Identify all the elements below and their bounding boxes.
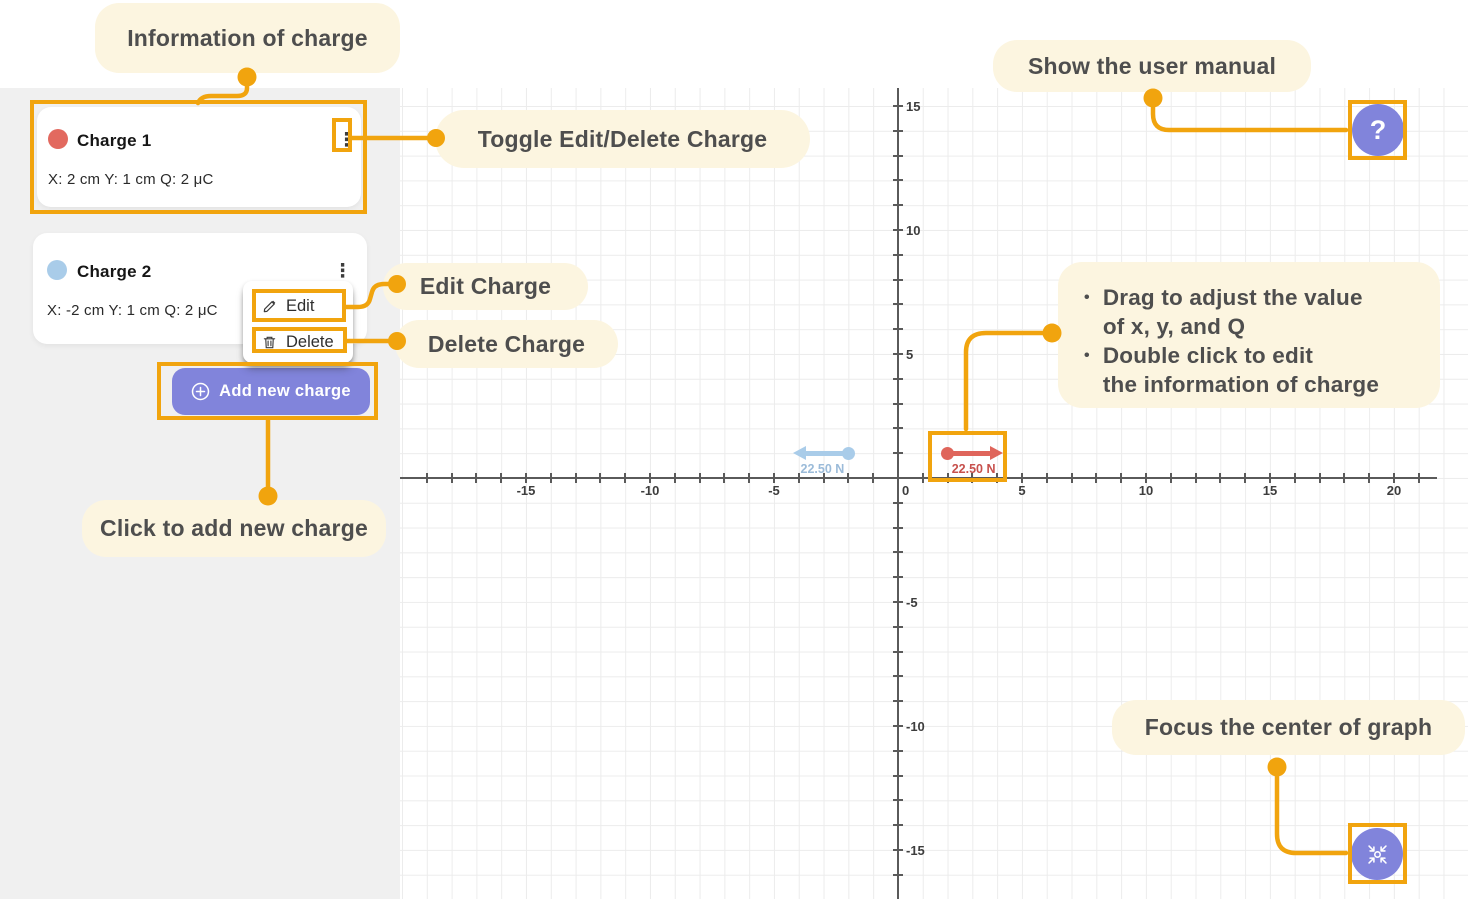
force-arrow-head: [989, 445, 1003, 460]
charge-1-details: X: 2 cm Y: 1 cm Q: 2 μC: [48, 171, 214, 188]
add-new-charge-button[interactable]: Add new charge: [172, 368, 370, 415]
menu-item-delete[interactable]: Delete: [243, 325, 353, 359]
charge-card-1[interactable]: Charge 1 ⋮ X: 2 cm Y: 1 cm Q: 2 μC: [37, 107, 361, 207]
question-mark-icon: ?: [1369, 114, 1387, 145]
callout-text: Edit Charge: [419, 273, 552, 299]
bullet-icon: •: [1084, 347, 1090, 364]
force-magnitude-label: 22.50 N: [800, 462, 845, 477]
sidebar: Charge 1 ⋮ X: 2 cm Y: 1 cm Q: 2 μC Charg…: [0, 88, 400, 899]
callout-text: Click to add new charge: [100, 515, 368, 541]
charge-2-marker[interactable]: [841, 446, 855, 460]
charge-2-details: X: -2 cm Y: 1 cm Q: 2 μC: [47, 302, 218, 319]
force-arrow-head: [793, 445, 807, 460]
charge-context-menu: Edit Delete: [243, 281, 353, 363]
callout-text: Focus the center of graph: [1144, 714, 1433, 740]
charge-2-title: Charge 2: [77, 262, 152, 281]
callout-information-of-charge: Information of charge: [95, 3, 400, 73]
charge-2-kebab-menu-icon[interactable]: ⋮: [333, 261, 352, 282]
focus-center-button[interactable]: [1351, 828, 1403, 880]
bullet-icon: •: [1084, 289, 1090, 306]
force-arrow-shaft: [947, 450, 992, 456]
menu-item-edit-label: Edit: [286, 296, 315, 315]
trash-icon: [263, 336, 276, 348]
callout-delete-charge: Delete Charge: [395, 320, 618, 368]
pencil-icon: [263, 300, 276, 312]
add-new-charge-label: Add new charge: [219, 382, 351, 400]
callout-focus-center: Focus the center of graph: [1112, 700, 1465, 755]
charge-1-title: Charge 1: [77, 131, 152, 150]
callout-edit-charge: Edit Charge: [383, 263, 588, 310]
menu-item-delete-label: Delete: [286, 332, 334, 351]
callout-text: Toggle Edit/Delete Charge: [477, 125, 768, 152]
callout-text: Show the user manual: [1027, 52, 1277, 79]
callout-text: Delete Charge: [427, 330, 586, 357]
charge-2-color-dot: [47, 260, 67, 280]
callout-text: Information of charge: [127, 24, 368, 51]
charge-1-kebab-menu-icon[interactable]: ⋮: [337, 130, 356, 151]
force-arrow-shaft: [804, 450, 849, 456]
menu-item-edit[interactable]: Edit: [243, 289, 353, 323]
help-button[interactable]: ?: [1352, 104, 1404, 156]
force-magnitude-label: 22.50 N: [951, 462, 996, 477]
callout-click-to-add: Click to add new charge: [82, 500, 386, 557]
focus-center-icon: [1367, 844, 1387, 864]
graph-canvas[interactable]: [400, 88, 1468, 899]
charge-1-color-dot: [48, 129, 68, 149]
callout-toggle-edit-delete: Toggle Edit/Delete Charge: [435, 110, 810, 168]
callout-show-user-manual: Show the user manual: [993, 40, 1311, 92]
plus-circle-icon: [191, 382, 210, 401]
